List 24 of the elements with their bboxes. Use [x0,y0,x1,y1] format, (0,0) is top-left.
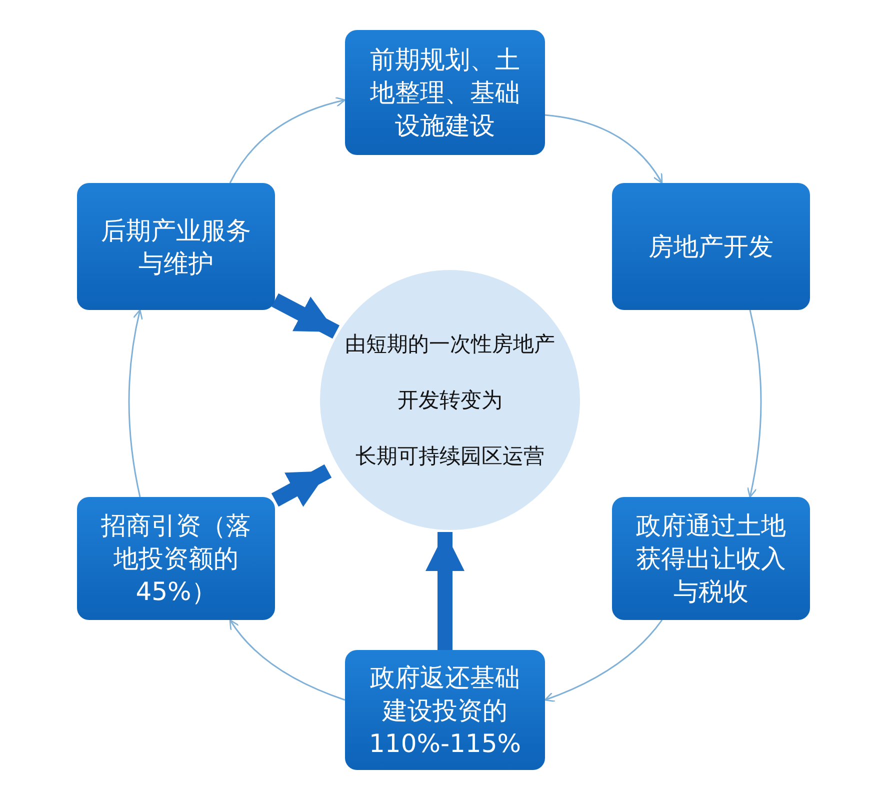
process-box [612,183,810,310]
process-box [345,650,545,770]
box-text: 后期产业服务与维护 [100,214,252,280]
circle-text: 长期可持续园区运营 [356,443,544,470]
circle-text: 由短期的一次性房地产 [345,331,555,358]
arrow [229,97,346,184]
circle-text: 开发转变为 [398,387,502,414]
arrow [544,620,663,702]
box-text: 房地产开发 [648,231,774,263]
arrow [426,532,464,650]
box-text: 政府通过土地获得出让收入与税收 [635,510,787,608]
process-box [77,497,275,620]
box-text: 政府返还基础建设投资的110%-115% [368,662,522,760]
box-text: 招商引资（落地投资额的45%） [100,510,252,608]
arrow [128,309,144,498]
process-box [345,30,545,155]
arrow [746,310,762,498]
arrow [544,114,663,184]
arrow [271,464,332,507]
arrow [272,293,340,339]
process-box [612,497,810,620]
box-text: 前期规划、土地整理、基础设施建设 [369,44,521,142]
process-box [77,183,275,310]
arrow [229,619,346,701]
